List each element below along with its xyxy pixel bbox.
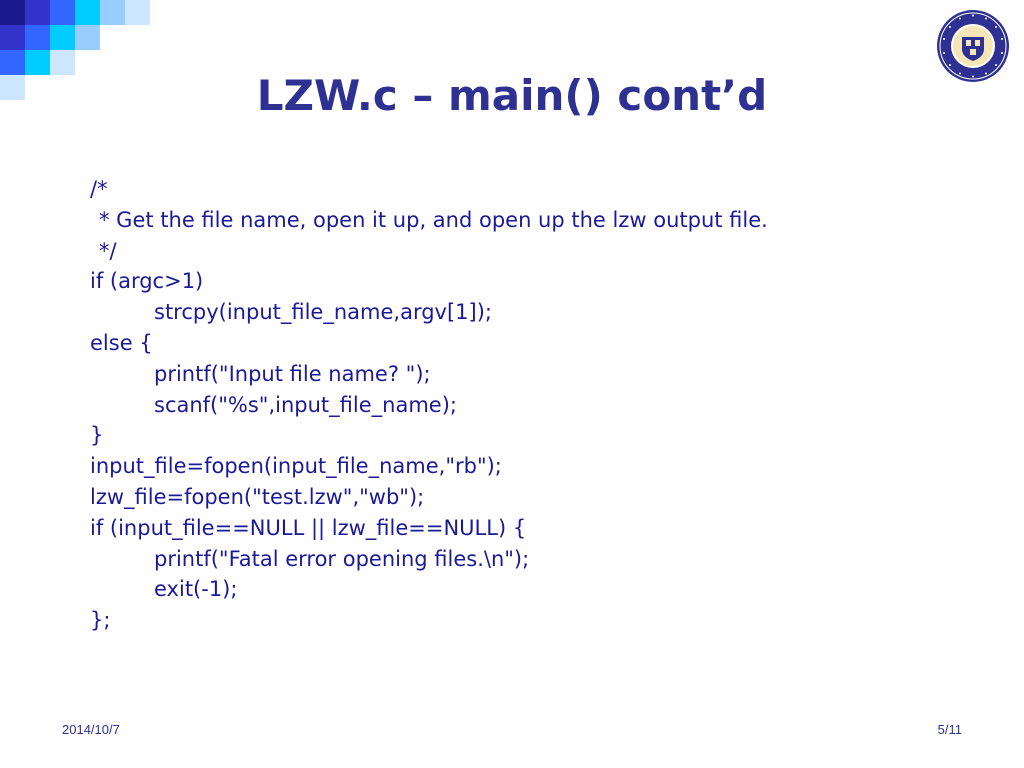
mosaic-block [125, 0, 150, 25]
mosaic-block [25, 0, 50, 25]
code-line: }; [90, 608, 111, 633]
code-line: if (input_file==NULL || lzw_file==NULL) … [90, 515, 527, 540]
code-line: strcpy(input_file_name,argv[1]); [154, 300, 492, 325]
footer-date: 2014/10/7 [62, 722, 120, 737]
mosaic-block [0, 0, 25, 25]
code-line: input_file=fopen(input_file_name,"rb"); [90, 454, 502, 479]
university-seal-icon [937, 10, 1009, 82]
code-line: } [90, 423, 104, 448]
code-line: * Get the file name, open it up, and ope… [99, 207, 768, 232]
mosaic-block [75, 25, 100, 50]
corner-mosaic-decoration [0, 0, 160, 110]
code-line: exit(-1); [154, 577, 238, 602]
code-line: */ [99, 238, 117, 263]
mosaic-block [75, 0, 100, 25]
code-line: scanf("%s",input_file_name); [154, 392, 457, 417]
code-line: printf("Fatal error opening files.\n"); [154, 546, 530, 571]
mosaic-block [25, 50, 50, 75]
code-block: /* * Get the file name, open it up, and o… [90, 174, 990, 636]
mosaic-block [100, 0, 125, 25]
mosaic-block [50, 25, 75, 50]
code-line: /* [90, 177, 108, 201]
mosaic-block [0, 25, 25, 50]
mosaic-block [0, 50, 25, 75]
code-line: printf("Input file name? "); [154, 361, 431, 386]
mosaic-block [50, 0, 75, 25]
code-line: lzw_file=fopen("test.lzw","wb"); [90, 484, 425, 509]
footer-page-number: 5/11 [937, 722, 962, 737]
mosaic-block [25, 25, 50, 50]
slide-title: LZW.c – main() cont’d [256, 71, 768, 120]
mosaic-block [50, 50, 75, 75]
mosaic-block [0, 75, 25, 100]
code-line: else { [90, 330, 153, 355]
code-line: if (argc>1) [90, 269, 204, 294]
